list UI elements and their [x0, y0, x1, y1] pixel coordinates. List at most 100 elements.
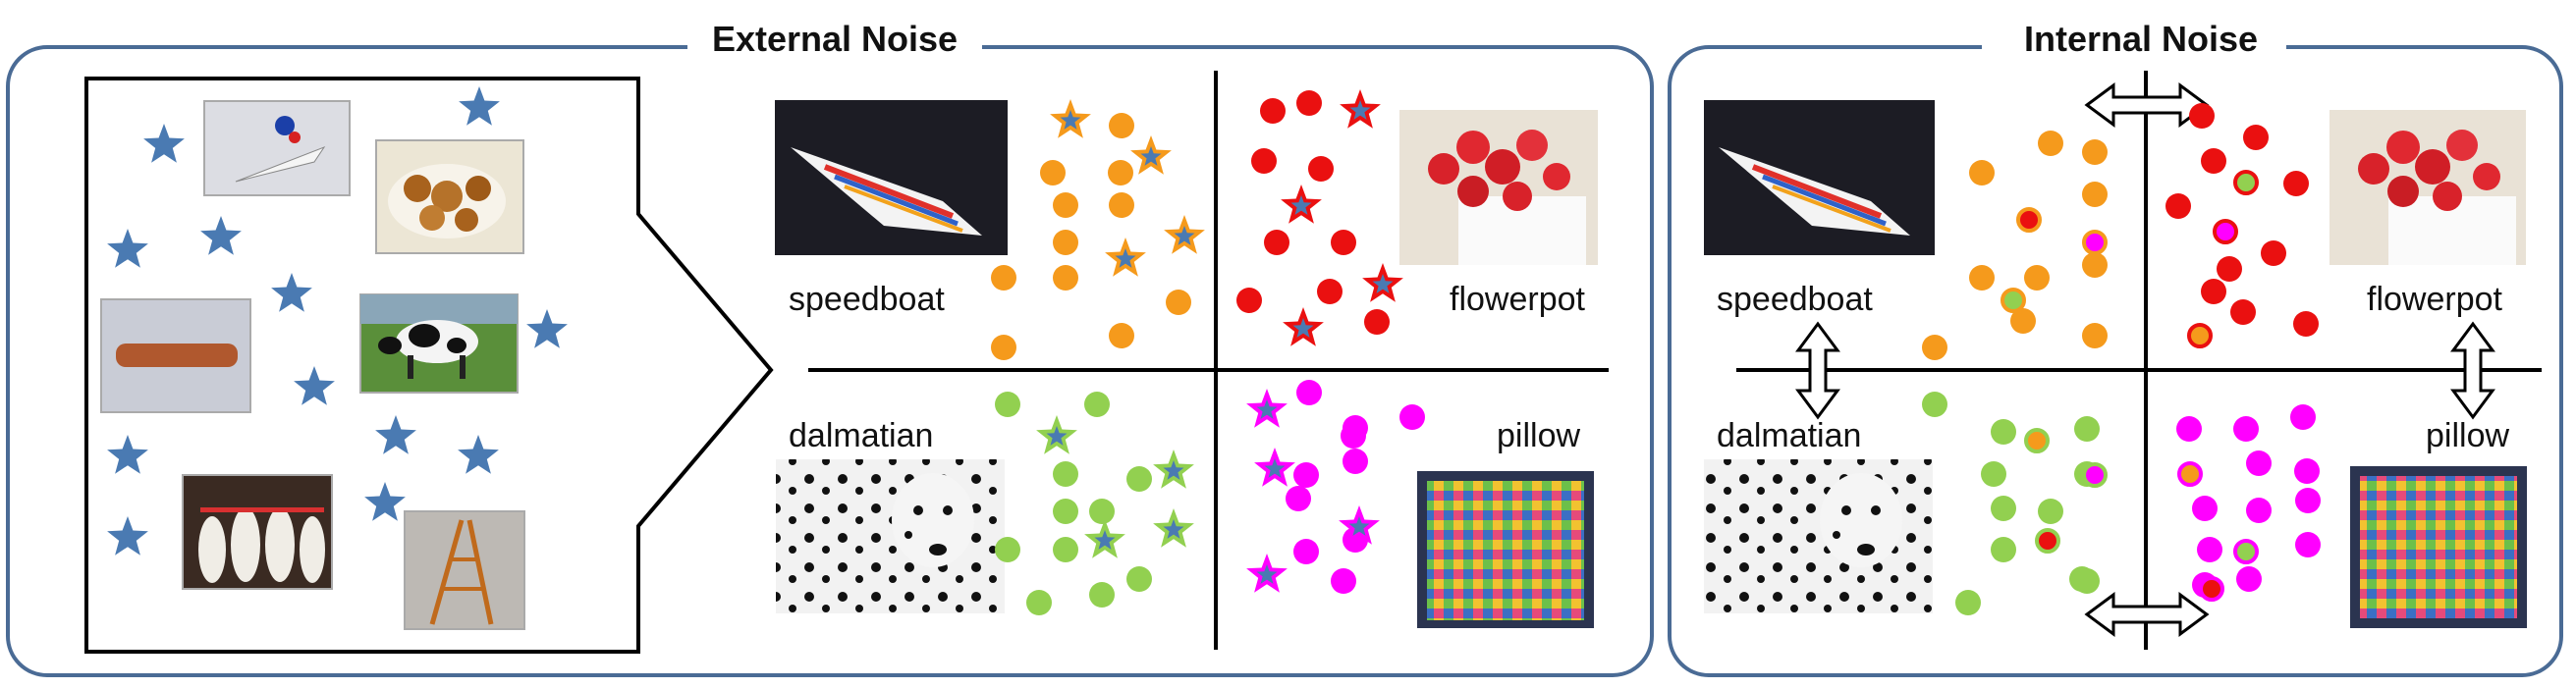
circle-icon — [1126, 466, 1152, 492]
star-icon — [1094, 530, 1116, 550]
star-icon — [294, 366, 335, 405]
star-icon — [143, 124, 185, 163]
double-arrow-icon — [1795, 321, 1840, 420]
dalmatian-label-internal: dalmatian — [1717, 417, 1861, 454]
circle-icon — [2246, 450, 2272, 476]
circle-icon — [2187, 323, 2213, 348]
circle-icon — [1296, 380, 1322, 405]
circle-icon — [1955, 590, 1981, 615]
star-icon — [200, 216, 242, 255]
star-icon — [458, 435, 499, 474]
circle-icon — [1981, 461, 2006, 487]
star-icon — [1046, 426, 1068, 446]
external-panel-title: External Noise — [712, 19, 958, 59]
star-icon — [1163, 519, 1184, 539]
circle-icon — [2038, 499, 2063, 524]
flowerpot-label-external: flowerpot — [1450, 281, 1586, 318]
circle-icon — [2165, 193, 2191, 219]
circle-icon — [2230, 299, 2256, 325]
circle-icon — [1399, 404, 1425, 430]
internal-panel-title: Internal Noise — [2024, 19, 2258, 59]
external-title-backdrop — [687, 18, 982, 67]
star-icon — [1115, 248, 1136, 268]
dalmatian-label-external: dalmatian — [789, 417, 933, 454]
star-icon — [1163, 460, 1184, 480]
star-icon — [1290, 195, 1312, 215]
circle-icon — [1331, 230, 1356, 255]
circle-icon — [1251, 148, 1277, 174]
circle-icon — [1922, 335, 1947, 360]
internal-markers — [1922, 103, 2321, 615]
flowerpot-photo-internal — [2329, 110, 2526, 265]
circle-icon — [1089, 499, 1115, 524]
speedboat-label-external: speedboat — [789, 281, 945, 318]
circle-icon — [2082, 182, 2108, 207]
circle-icon — [2290, 404, 2316, 430]
circle-icon — [1089, 582, 1115, 608]
circle-icon — [1286, 486, 1311, 511]
circle-icon — [2295, 488, 2321, 513]
circle-icon — [1969, 265, 1995, 291]
circle-icon — [1343, 449, 1368, 474]
circle-icon — [1053, 265, 1078, 291]
pillow-photo-internal — [2350, 466, 2527, 628]
circle-icon — [1969, 160, 1995, 185]
star-icon — [364, 482, 406, 521]
circle-icon — [2176, 416, 2202, 442]
star-icon — [1256, 564, 1278, 584]
star-icon — [1372, 274, 1394, 293]
circle-icon — [995, 392, 1020, 417]
flowerpot-photo-external — [1399, 110, 1598, 265]
circle-icon — [2243, 125, 2269, 150]
circle-icon — [2189, 103, 2215, 129]
food-plate-photo — [375, 139, 524, 254]
toy-sailboat-photo — [203, 100, 351, 196]
star-icon — [1140, 146, 1162, 166]
star-icon — [1256, 399, 1278, 419]
speedboat-photo-external — [775, 100, 1008, 255]
circle-icon — [1053, 230, 1078, 255]
circle-icon — [1264, 230, 1289, 255]
pillow-photo-external — [1417, 471, 1594, 628]
circle-icon — [2213, 219, 2238, 244]
circle-icon — [2074, 568, 2100, 594]
star-icon — [1060, 110, 1081, 130]
cow-photo — [359, 293, 519, 394]
star-icon — [1174, 226, 1195, 245]
circle-icon — [1126, 566, 1152, 592]
circle-icon — [1308, 156, 1334, 182]
circle-icon — [1084, 392, 1110, 417]
external-markers — [991, 89, 1425, 615]
circle-icon — [2236, 566, 2262, 592]
circle-icon — [2024, 265, 2050, 291]
circle-icon — [2233, 170, 2259, 195]
circle-icon — [2035, 528, 2060, 554]
circle-icon — [1293, 539, 1319, 564]
flowerpot-label-internal: flowerpot — [2367, 281, 2503, 318]
star-icon — [1264, 458, 1286, 478]
star-icon — [1292, 318, 1314, 338]
star-icon — [375, 415, 416, 454]
dalmatian-photo-external — [776, 459, 1005, 613]
star-icon — [107, 516, 148, 556]
circle-icon — [2082, 462, 2108, 488]
circle-icon — [2038, 131, 2063, 156]
star-icon — [459, 86, 500, 126]
star-icon — [107, 435, 148, 474]
circle-icon — [2217, 256, 2242, 282]
circle-icon — [2261, 240, 2286, 266]
ladder-photo — [404, 510, 525, 630]
circle-icon — [1364, 309, 1390, 335]
circle-icon — [2192, 496, 2218, 521]
circle-icon — [1109, 113, 1134, 138]
speedboat-photo-internal — [1704, 100, 1935, 255]
dalmatian-photo-internal — [1704, 459, 1933, 613]
circle-icon — [1991, 496, 2016, 521]
circle-icon — [2024, 428, 2050, 453]
circle-icon — [2016, 207, 2042, 233]
circle-icon — [1293, 462, 1319, 488]
circle-icon — [1166, 290, 1191, 315]
circle-icon — [2082, 230, 2108, 255]
circle-icon — [2177, 461, 2203, 487]
